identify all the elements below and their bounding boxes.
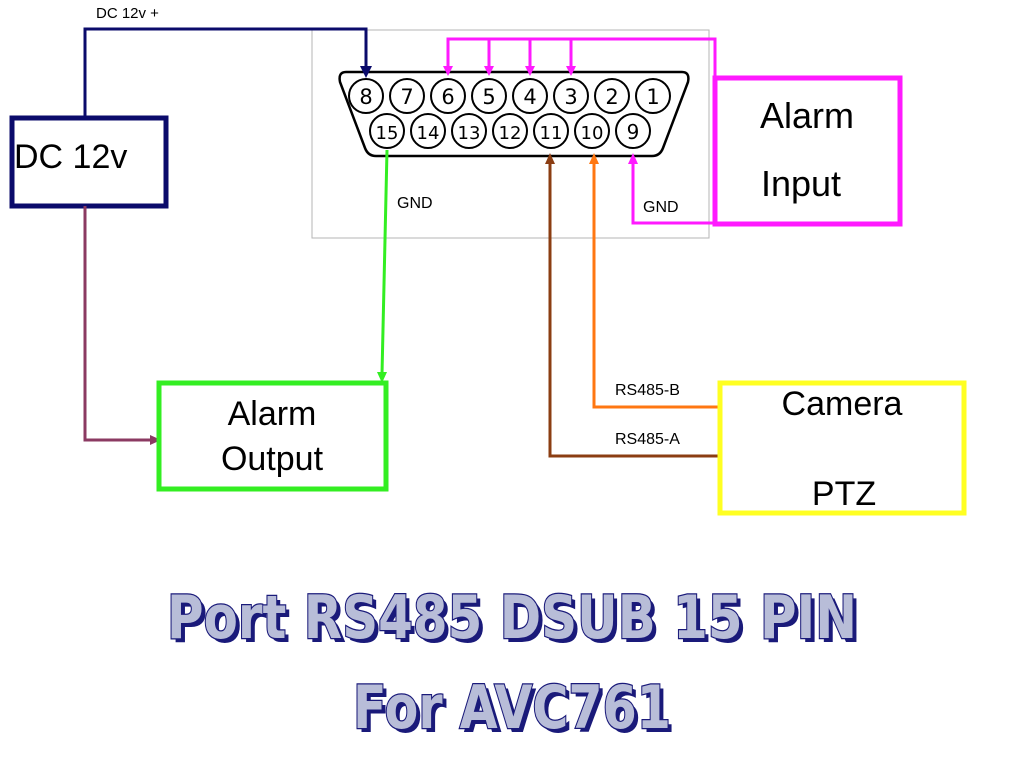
pin-15: 15 [369, 113, 405, 149]
pin-3: 3 [553, 78, 589, 114]
svg-text:15: 15 [376, 123, 399, 144]
power-to-output-arrowhead [150, 435, 161, 445]
svg-text:14: 14 [417, 123, 440, 144]
connector-bottom-row: 15 14 13 12 11 10 9 [369, 113, 651, 149]
pin-1: 1 [635, 78, 671, 114]
pin-6: 6 [430, 78, 466, 114]
pin-5: 5 [471, 78, 507, 114]
alarm-input-label-line1: Alarm [760, 95, 854, 136]
pin-9: 9 [615, 113, 651, 149]
title-line1-shadow: Port RS485 DSUB 15 PIN [171, 587, 861, 657]
pin-4: 4 [512, 78, 548, 114]
alarm-output-label-line1: Alarm [228, 395, 317, 433]
gnd-right-label: GND [643, 199, 679, 216]
rs485-a-arrowhead [545, 153, 555, 164]
connector-top-row: 8 7 6 5 4 3 2 1 [348, 78, 671, 114]
svg-text:3: 3 [564, 85, 577, 109]
alarm-input-box [712, 75, 903, 227]
rs485-a-label: RS485-A [615, 431, 680, 448]
connector-frame [311, 29, 710, 239]
dc12v-box [9, 115, 169, 209]
dc-plus-wire [83, 27, 368, 118]
title-line2: For AVC761 [353, 673, 671, 743]
svg-text:7: 7 [400, 85, 413, 109]
alarm-output-box [156, 380, 389, 492]
svg-text:4: 4 [523, 85, 536, 109]
svg-text:13: 13 [458, 123, 481, 144]
pin-8: 8 [348, 78, 384, 114]
dc12v-label: DC 12v [14, 138, 127, 176]
svg-text:8: 8 [359, 85, 372, 109]
pin-13: 13 [451, 113, 487, 149]
title-line2-shadow: For AVC761 [357, 677, 675, 747]
alarm-input-wires [443, 37, 717, 225]
pin-2: 2 [594, 78, 630, 114]
alarm-output-gnd-arrowhead [377, 372, 387, 383]
svg-text:9: 9 [627, 120, 640, 144]
svg-text:6: 6 [441, 85, 454, 109]
dc-plus-arrowhead [360, 66, 372, 78]
svg-text:1: 1 [646, 85, 659, 109]
alarm-output-gnd-wire [380, 149, 389, 375]
camera-ptz-box [717, 380, 967, 516]
rs485-b-arrowhead [589, 153, 599, 164]
pin-12: 12 [492, 113, 528, 149]
svg-text:12: 12 [499, 123, 522, 144]
dsub-connector-shell [338, 70, 690, 158]
rs485-b-label: RS485-B [615, 382, 680, 399]
pin-10: 10 [574, 113, 610, 149]
pin-7: 7 [389, 78, 425, 114]
gnd-left-label: GND [397, 195, 433, 212]
alarm-output-label-line2: Output [221, 440, 324, 478]
title-line1: Port RS485 DSUB 15 PIN [167, 583, 857, 653]
power-to-output-wire [83, 206, 152, 442]
title-block: Port RS485 DSUB 15 PIN Port RS485 DSUB 1… [166, 582, 861, 747]
svg-text:2: 2 [605, 85, 618, 109]
camera-label-line2: PTZ [812, 475, 876, 513]
svg-text:10: 10 [581, 123, 604, 144]
rs485-b-wire [592, 162, 720, 409]
alarm-input-label-line2: Input [761, 163, 841, 204]
dc-plus-label: DC 12v + [96, 5, 159, 22]
svg-text:11: 11 [540, 123, 563, 144]
pin-14: 14 [410, 113, 446, 149]
pin-11: 11 [533, 113, 569, 149]
camera-label-line1: Camera [782, 385, 903, 423]
svg-text:5: 5 [482, 85, 495, 109]
rs485-a-wire [548, 162, 720, 458]
